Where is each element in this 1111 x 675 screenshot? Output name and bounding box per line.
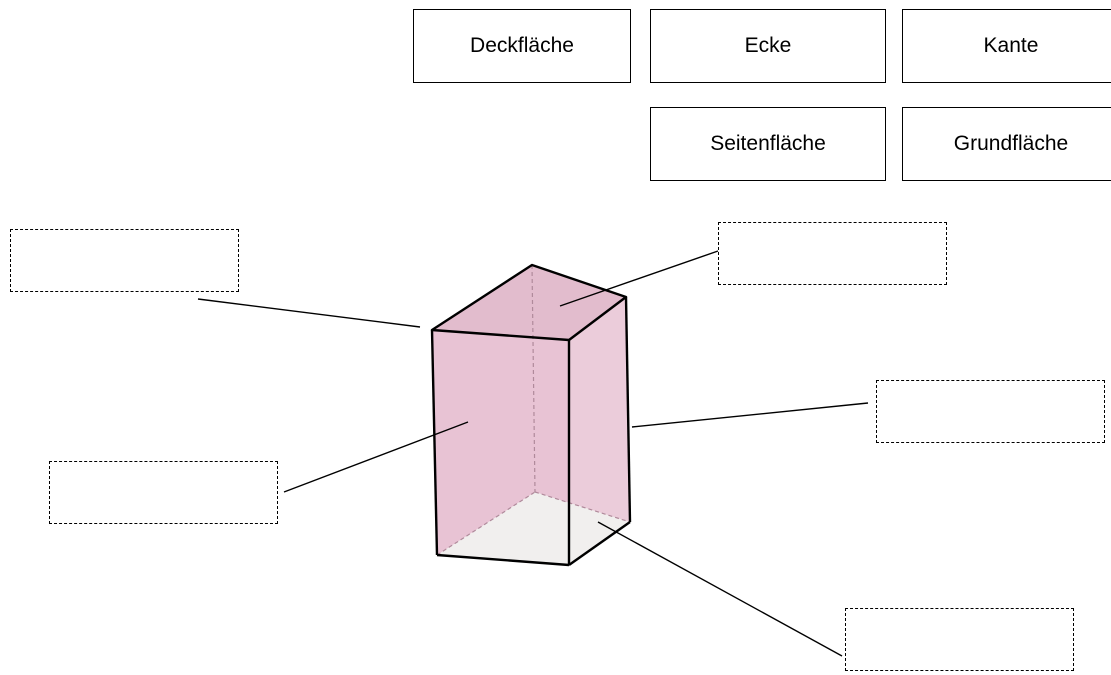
leader-lines bbox=[197, 250, 869, 657]
leader-line-middle-left bbox=[283, 421, 469, 493]
visible-edges bbox=[430, 263, 632, 567]
drop-zone-middle-right[interactable] bbox=[876, 380, 1105, 443]
right-face bbox=[569, 297, 630, 565]
top-face bbox=[432, 265, 626, 340]
leader-line-middle-right bbox=[631, 402, 869, 428]
base-face bbox=[437, 492, 630, 565]
hidden-edges bbox=[436, 264, 631, 556]
term-card-seitenflaeche[interactable]: Seitenfläche bbox=[650, 107, 886, 181]
drop-zone-bottom-right[interactable] bbox=[845, 608, 1074, 671]
term-card-ecke[interactable]: Ecke bbox=[650, 9, 886, 83]
drop-zone-top-left[interactable] bbox=[10, 229, 239, 292]
drop-zone-top-right[interactable] bbox=[718, 222, 947, 285]
term-card-grundflaeche[interactable]: Grundfläche bbox=[902, 107, 1111, 181]
leader-line-bottom-right bbox=[597, 521, 843, 657]
drop-zone-middle-left[interactable] bbox=[49, 461, 278, 524]
leader-line-top-right bbox=[559, 250, 719, 307]
leader-line-top-left bbox=[197, 298, 421, 328]
term-card-deckflaeche[interactable]: Deckfläche bbox=[413, 9, 631, 83]
term-card-kante[interactable]: Kante bbox=[902, 9, 1111, 83]
